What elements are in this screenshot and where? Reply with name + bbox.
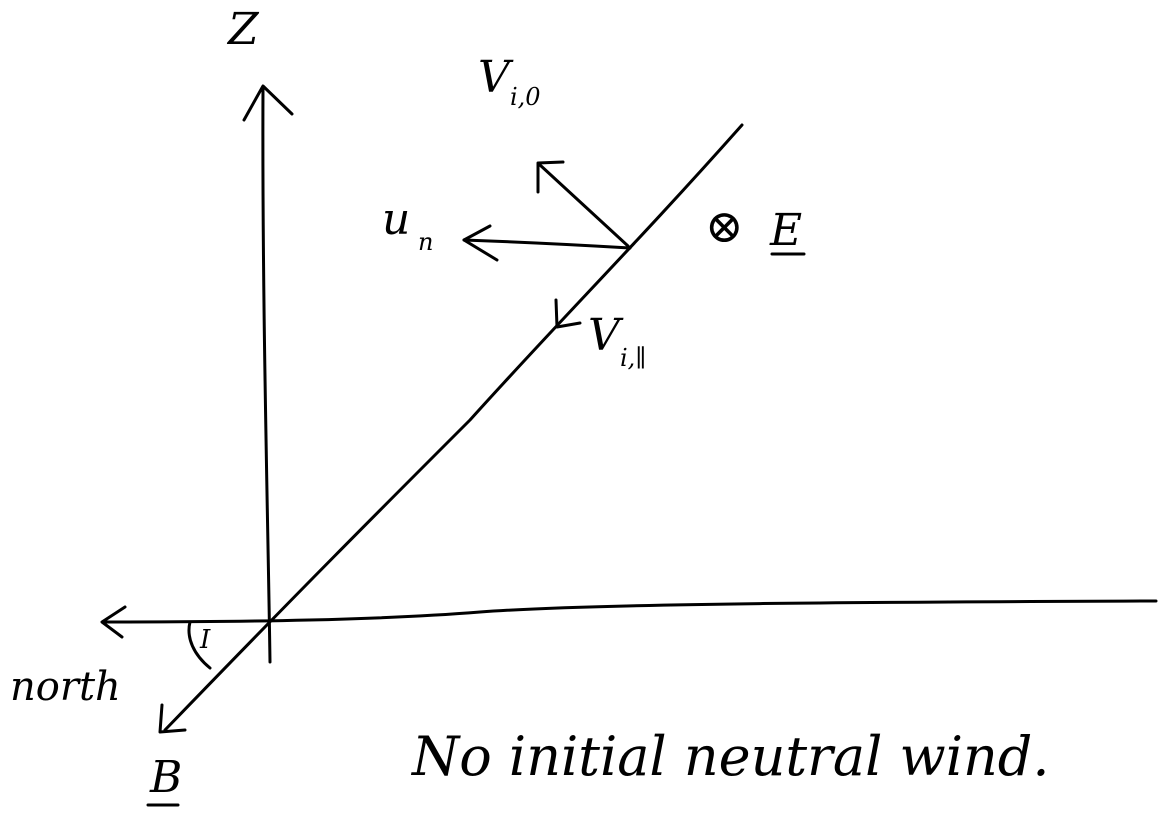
z-axis-line [261,86,272,664]
v-parallel-label: V [588,310,624,361]
v-i0-arrow-line [538,163,630,248]
inclination-arc [187,620,212,670]
u-n-subscript: n [418,228,433,256]
v-i0-arrowhead [536,160,565,194]
north-axis-line [103,599,1158,624]
north-label: north [10,664,121,710]
v-parallel-subscript: i,∥ [620,344,646,372]
b-field-label: B [149,752,182,803]
v-parallel-arrowhead [554,298,582,329]
v-i0-label: V [478,52,514,103]
z-axis-label: Z [226,4,260,55]
b-field-arrowhead [158,703,187,734]
z-axis-arrowhead [242,84,294,122]
u-n-arrow-line [462,238,632,250]
u-n-label: u [382,194,410,245]
b-field-line [163,123,744,732]
u-n-arrowhead [462,224,499,262]
cross-into-page-icon: ⊗ [705,199,744,253]
e-field-label: E [769,205,802,256]
v-i0-subscript: i,0 [510,83,541,111]
north-axis-arrowhead [100,605,127,639]
inclination-label: I [199,625,211,655]
caption-text: No initial neutral wind. [410,725,1050,788]
